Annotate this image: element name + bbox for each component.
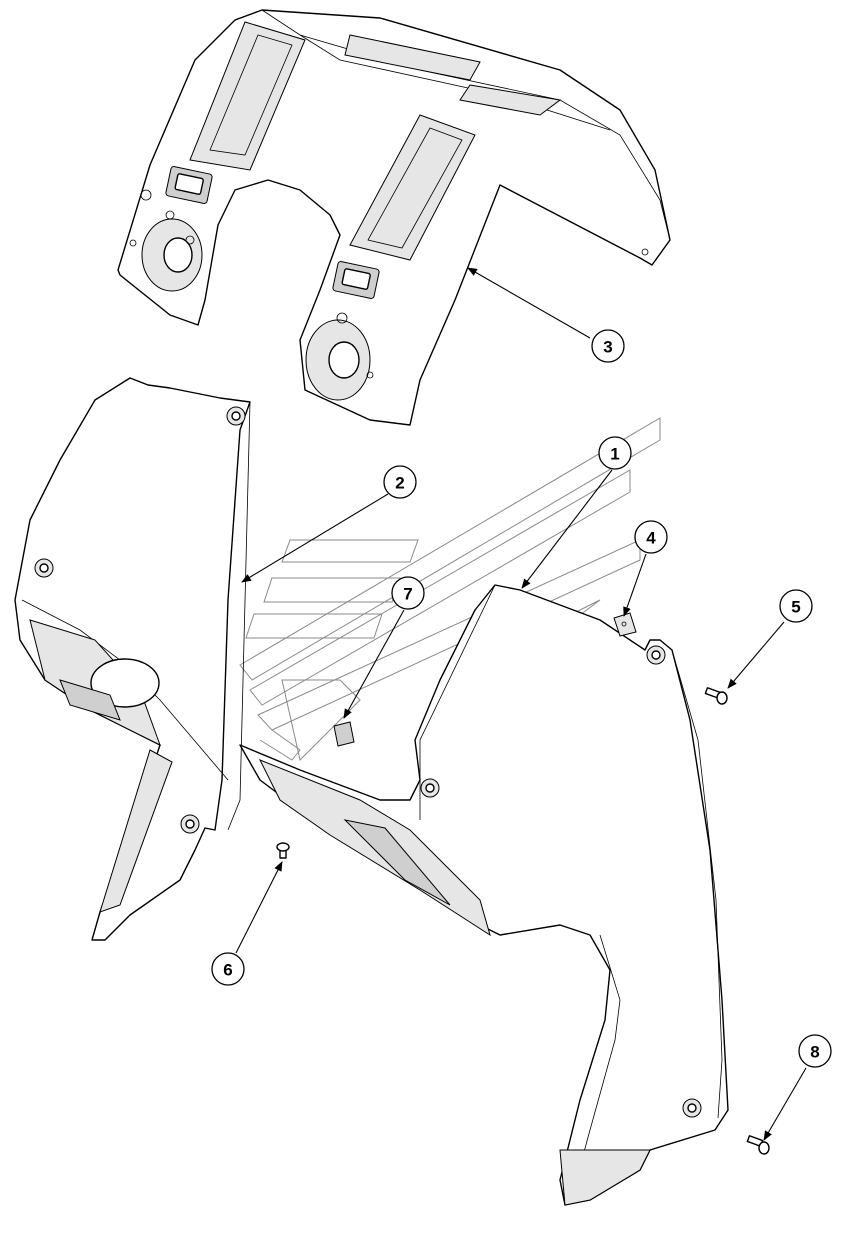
callout-7: 7	[391, 576, 425, 610]
part-2-left-panel	[14, 377, 251, 941]
part-3-upper-cover	[117, 9, 671, 426]
callout-3: 3	[591, 329, 625, 363]
callout-7-label: 7	[403, 585, 412, 604]
part-1-right-panel	[239, 584, 729, 1206]
callout-6-label: 6	[223, 961, 232, 980]
callout-2-label: 2	[395, 474, 404, 493]
leader-lines	[235, 267, 807, 1141]
part-7-nut	[333, 721, 355, 747]
leader-3	[467, 267, 591, 339]
leader-5	[727, 621, 785, 689]
callout-5: 5	[779, 589, 813, 623]
callout-1-label: 1	[610, 445, 619, 464]
callout-6: 6	[211, 952, 245, 986]
callout-3-label: 3	[603, 338, 612, 357]
leader-8	[763, 1067, 807, 1141]
callout-4-label: 4	[646, 529, 656, 548]
part-5-screw	[704, 687, 728, 705]
callout-1: 1	[598, 436, 632, 470]
part-8-screw	[746, 1135, 770, 1155]
leader-1	[521, 469, 613, 589]
part-6-screw	[276, 842, 290, 859]
callout-8: 8	[798, 1034, 832, 1068]
leader-7	[343, 609, 405, 719]
callout-2: 2	[383, 465, 417, 499]
callout-5-label: 5	[791, 598, 800, 617]
callout-4: 4	[634, 520, 668, 554]
leader-4	[623, 553, 647, 617]
leader-2	[241, 493, 389, 583]
callout-8-label: 8	[810, 1043, 819, 1062]
leader-6	[235, 861, 283, 954]
